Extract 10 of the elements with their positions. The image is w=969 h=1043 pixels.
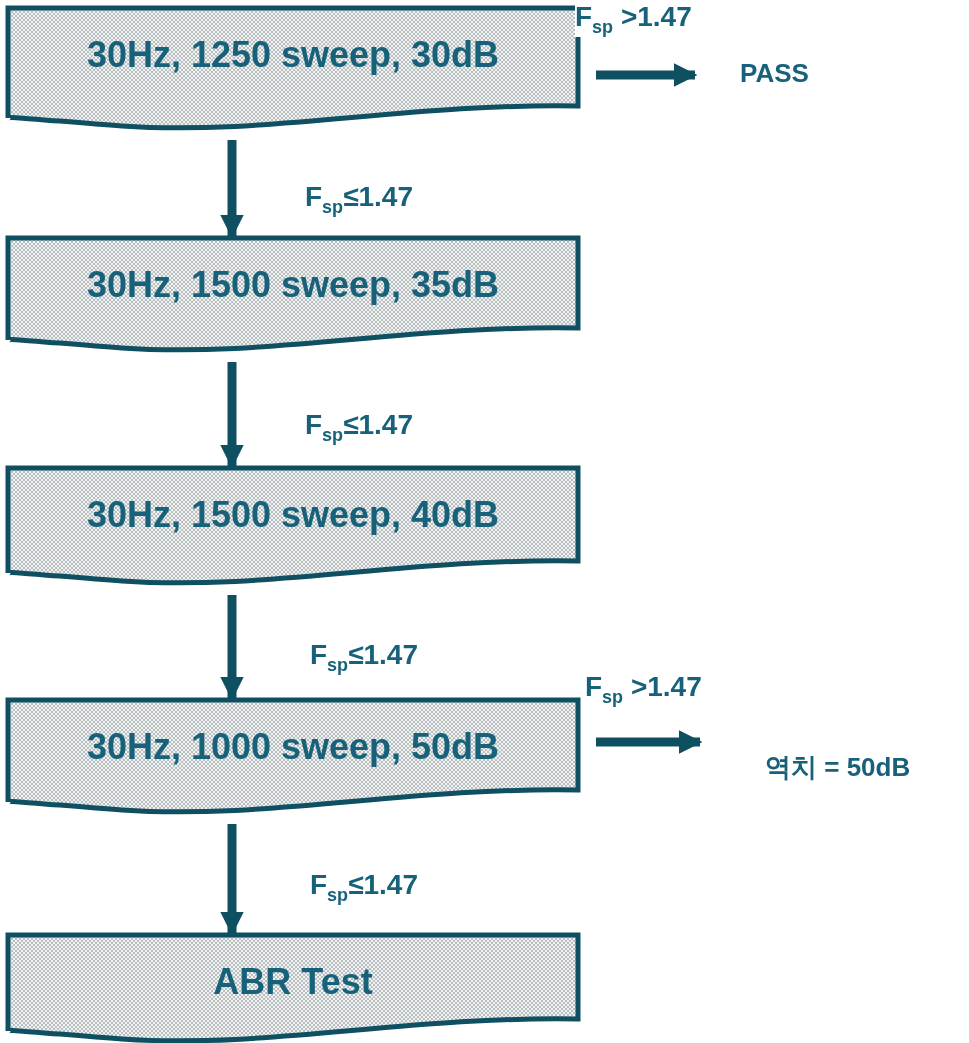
arrow [596,730,703,754]
box-text: ABR Test [212,961,374,1003]
result-text: 역치 = 50dB [765,751,911,784]
box-text: 30Hz, 1500 sweep, 40dB [85,494,501,536]
arrow [596,63,698,87]
box-text: 30Hz, 1500 sweep, 35dB [85,264,501,306]
box-text: 30Hz, 1250 sweep, 30dB [85,34,501,76]
result-text: PASS [740,58,809,89]
box-text: 30Hz, 1000 sweep, 50dB [85,726,501,768]
edge-label: F$_{sp}$ >1.47 [575,2,692,38]
